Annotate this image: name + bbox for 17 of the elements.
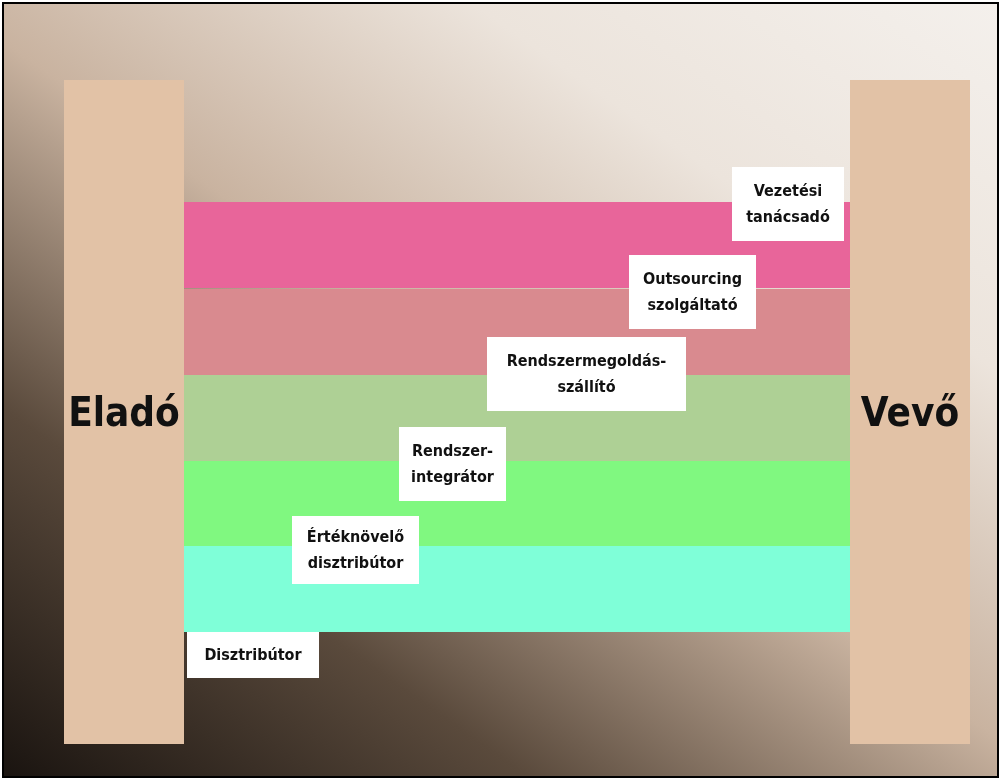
role-name: Vezetési tanácsadó [745,180,831,228]
role-label-box [292,516,419,584]
role-name: Értéknövelő disztribútor [305,526,406,574]
party-name: Vevő [860,389,960,435]
role-label-box [732,167,844,241]
role-name: Rendszer-integrátor [410,440,495,488]
role-name: Outsourcing szolgáltató [641,268,744,316]
party-name: Eladó [68,389,180,435]
role-label-box [629,255,756,329]
role-name: Rendszermegoldás-szállító [505,350,668,398]
role-name: Disztribútor [204,644,302,666]
role-label-box [487,337,686,411]
colored-band [184,546,850,632]
role-label-box [187,632,319,678]
role-label-box [399,427,506,501]
party-pillar [64,80,184,744]
party-pillar [850,80,970,744]
